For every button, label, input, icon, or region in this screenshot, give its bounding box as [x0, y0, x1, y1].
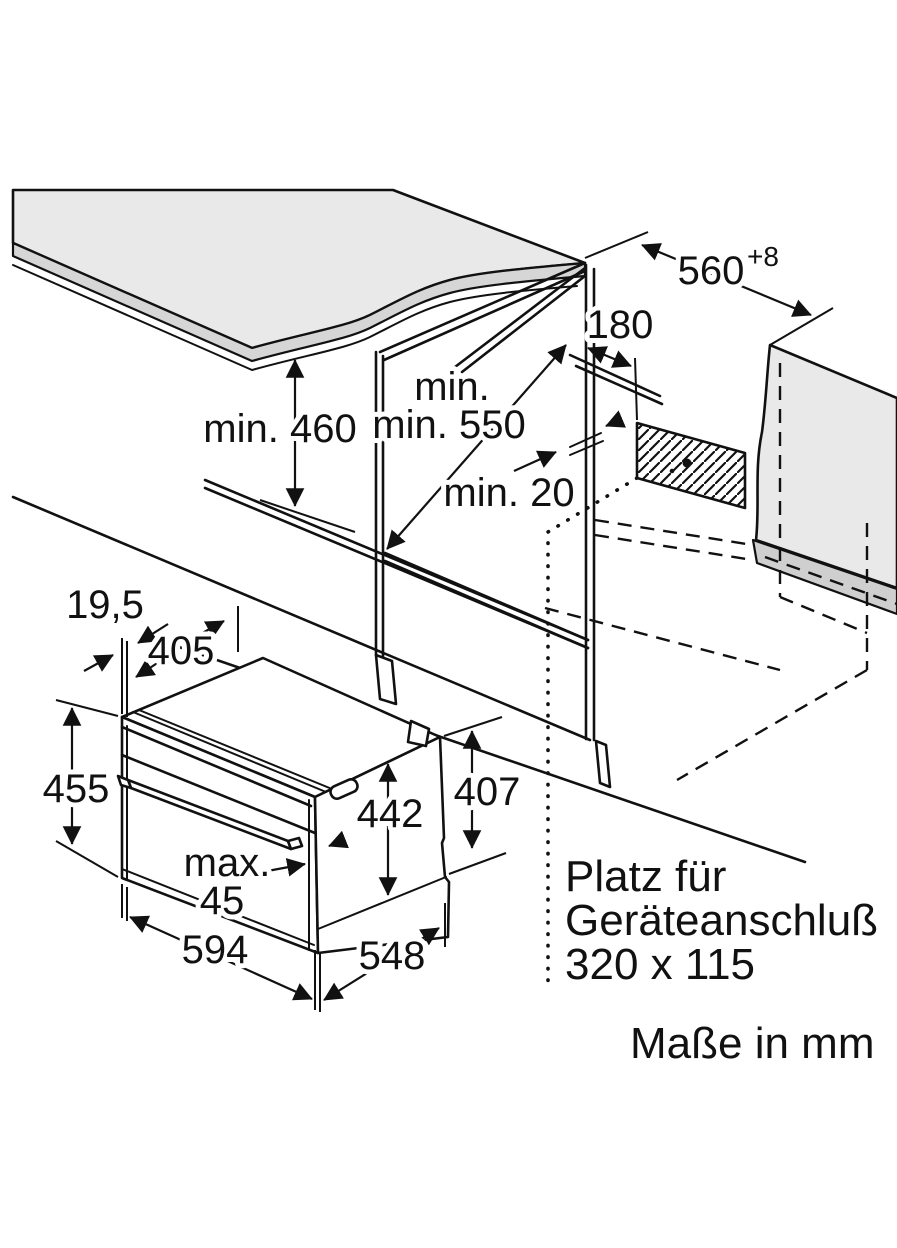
dim-label-442: 442 — [357, 792, 424, 836]
dim-label-min20: min. 20 — [443, 471, 574, 515]
countertop-surface — [11, 188, 587, 350]
niche-drawing: min. 460 min. min. 550 180 min. 20 560 +… — [11, 188, 897, 992]
connection-point-dot — [682, 458, 692, 468]
dim-label-19-5: 19,5 — [66, 583, 144, 627]
dim-label-min460: min. 460 — [203, 407, 356, 451]
dim-body-depth: 548 — [323, 903, 446, 1001]
oven-drawing: 19,5 405 455 442 407 — [38, 578, 525, 1012]
dim-label-max: max. — [184, 841, 271, 885]
dim-label-560: 560 — [678, 249, 745, 293]
plinth-strip — [751, 538, 897, 616]
oven-side-details — [317, 777, 447, 930]
dim-front-height: 455 — [38, 699, 119, 878]
oven-door-handle — [116, 774, 304, 851]
dim-niche-depth: min. min. 550 — [367, 344, 567, 550]
connection-note-line2: Geräteanschluß — [565, 896, 878, 945]
connection-note-line1: Platz für — [565, 852, 726, 901]
dim-rear-gap: min. 20 — [438, 410, 627, 520]
countertop-lower-edge — [12, 264, 578, 372]
oven-top-notch — [406, 719, 431, 748]
oven-top-details — [132, 709, 431, 793]
dim-label-548: 548 — [359, 934, 426, 978]
connection-note-line3: 320 x 115 — [565, 940, 755, 989]
dim-label-45: 45 — [200, 879, 245, 923]
dim-label-560-tolerance: +8 — [747, 241, 779, 272]
dim-label-min550-value: min. 550 — [372, 403, 525, 447]
side-grip-slot — [329, 777, 359, 801]
dim-niche-width: 560 +8 — [584, 231, 834, 346]
dim-label-min550-word: min. — [414, 365, 490, 409]
dim-label-455: 455 — [43, 767, 110, 811]
dim-front-overhang: 19,5 — [61, 578, 169, 717]
units-note: Maße in mm — [630, 1019, 874, 1068]
dim-label-405: 405 — [148, 629, 215, 673]
hidden-edges-dashed — [544, 363, 897, 782]
annotations: Platz für Geräteanschluß 320 x 115 Maße … — [565, 852, 878, 1068]
dim-front-width: 594 — [121, 884, 321, 1012]
dim-label-407: 407 — [454, 770, 521, 814]
dim-niche-height: min. 460 — [198, 359, 362, 533]
dim-rear-height: 407 — [443, 716, 525, 875]
dim-conn-offset: 180 — [582, 298, 658, 421]
rear-wall-panel — [754, 343, 897, 590]
dim-label-180: 180 — [587, 303, 654, 347]
connection-area-hatched — [635, 421, 747, 510]
dim-top-depth: 405 — [135, 606, 239, 678]
dim-label-594: 594 — [182, 928, 249, 972]
dim-body-height: 442 — [352, 763, 428, 896]
